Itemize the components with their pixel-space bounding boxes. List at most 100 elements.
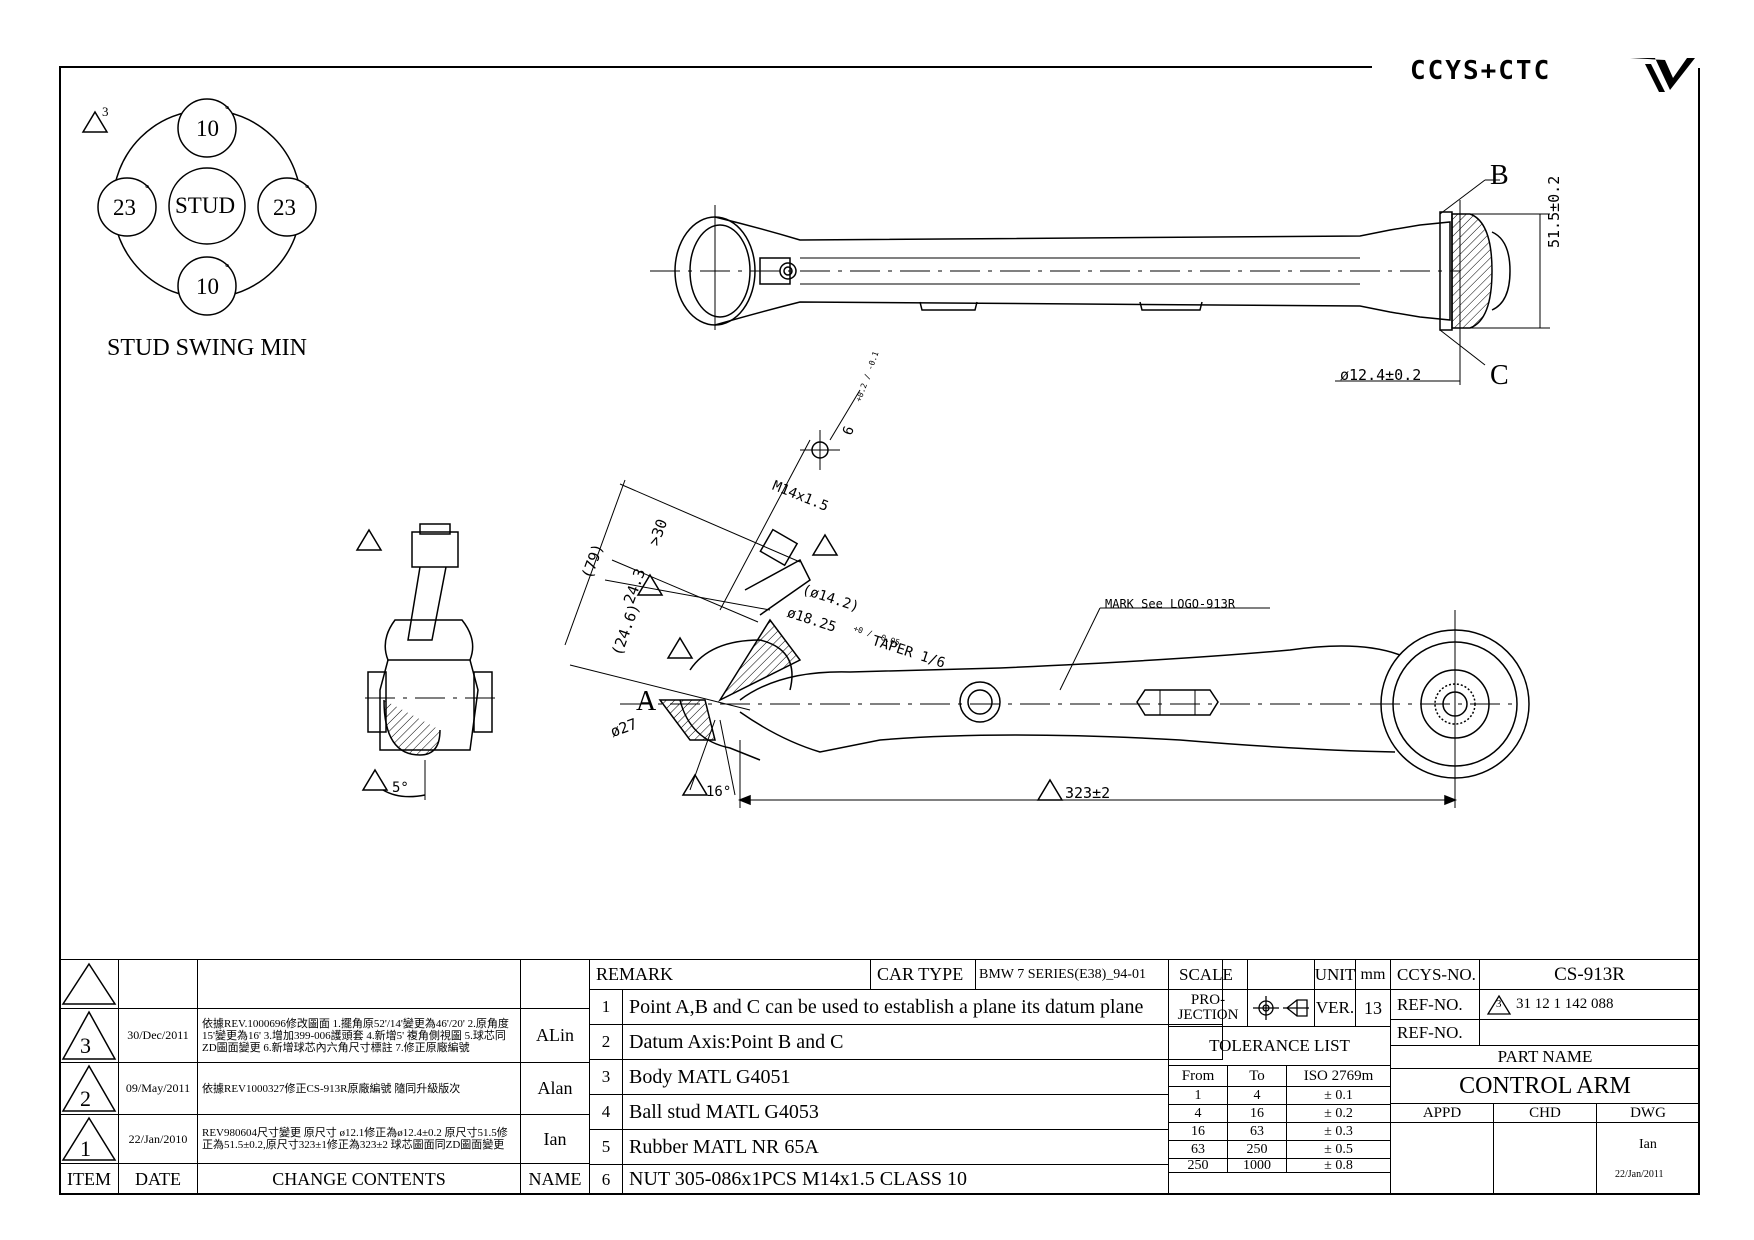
revision-item-number: 2: [80, 1085, 91, 1111]
revision-triangle-icon: [61, 962, 117, 1005]
tolerance-cell: 16: [1227, 1104, 1287, 1123]
revision-item: 1: [59, 1114, 119, 1164]
degree-symbol: °: [225, 262, 230, 274]
tolerance-header: To: [1227, 1065, 1287, 1087]
version-value: 13: [1355, 989, 1391, 1027]
dwg-date: 22/Jan/2011: [1615, 1169, 1664, 1180]
revision-date: 09/May/2011: [118, 1062, 198, 1115]
revision-item-number: 3: [80, 1032, 91, 1058]
stud-swing-top-value: 10: [196, 116, 219, 141]
ref-no-label: REF-NO.: [1390, 989, 1480, 1020]
tolerance-cell: 63: [1168, 1140, 1228, 1159]
part-name-value: CONTROL ARM: [1390, 1068, 1700, 1104]
ccys-no-value: CS-913R: [1479, 959, 1700, 990]
logo-emblem-icon: [1630, 58, 1695, 92]
ref-no-mark: 3: [1496, 998, 1502, 1010]
unit-value: mm: [1355, 959, 1391, 990]
remark-number: 3: [589, 1059, 623, 1095]
appd-signature: [1390, 1122, 1494, 1195]
tolerance-header: ISO 2769m: [1286, 1065, 1391, 1087]
tolerance-cell: ± 0.3: [1286, 1122, 1391, 1141]
ccys-no-label: CCYS-NO.: [1390, 959, 1480, 990]
revision-triangle-icon: [1486, 994, 1512, 1015]
logo-text: CCYS+CTC: [1410, 56, 1552, 86]
remark-text: NUT 305-086x1PCS M14x1.5 CLASS 10: [622, 1164, 1169, 1195]
ref-no-value: 31 12 1 142 088: [1516, 996, 1614, 1012]
tolerance-cell: 250: [1227, 1140, 1287, 1159]
tolerance-cell: ± 0.2: [1286, 1104, 1391, 1123]
rev-blank-date: [118, 959, 198, 1009]
revision-name: Alan: [520, 1062, 590, 1115]
tolerance-cell: 1000: [1227, 1158, 1287, 1173]
company-logo: CCYS+CTC: [1410, 52, 1700, 96]
tolerance-cell: 16: [1168, 1122, 1228, 1141]
unit-label: UNIT: [1314, 959, 1356, 990]
tolerance-cell: ± 0.5: [1286, 1140, 1391, 1159]
stud-swing-right-value: 23: [273, 195, 296, 220]
tolerance-cell: 63: [1227, 1122, 1287, 1141]
dim-width: 51.5±0.2: [1545, 175, 1563, 248]
remark-number: 1: [589, 989, 623, 1025]
rev-blank-contents: [197, 959, 521, 1009]
dwg-label: DWG: [1596, 1103, 1700, 1123]
degree-symbol: °: [305, 183, 310, 195]
revision-contents: 依據REV1000327修正CS-913R原廠編號 隨同升級版次: [197, 1062, 521, 1115]
remark-number: 2: [589, 1024, 623, 1060]
remark-text: Point A,B and C can be used to establish…: [622, 989, 1223, 1025]
chd-label: CHD: [1493, 1103, 1597, 1123]
dim-angle-16: 16°: [706, 784, 732, 800]
remark-text: Datum Axis:Point B and C: [622, 1024, 1223, 1060]
tolerance-cell: 4: [1168, 1104, 1228, 1123]
dwg-signature: Ian 22/Jan/2011: [1596, 1122, 1700, 1195]
revision-triangle-icon: [61, 1116, 117, 1161]
stud-swing-left-value: 23: [113, 195, 136, 220]
remark-number: 6: [589, 1164, 623, 1195]
revision-date: 22/Jan/2010: [118, 1114, 198, 1164]
ref-no2-label: REF-NO.: [1390, 1019, 1480, 1046]
ref-no-cell: 3 31 12 1 142 088: [1479, 989, 1700, 1020]
tolerance-cell: 250: [1168, 1158, 1228, 1173]
mark-note: MARK See LOGO-913R: [1105, 597, 1236, 611]
ref-no2-value: [1479, 1019, 1700, 1046]
datum-point-a: A: [636, 686, 657, 717]
projection-symbol-icon: [1253, 996, 1309, 1020]
dim-bore: ø12.4±0.2: [1340, 366, 1422, 384]
stud-swing-revision-mark: 3: [102, 104, 109, 119]
rev-header-date: DATE: [118, 1163, 198, 1195]
dim-length: 323±2: [1065, 784, 1111, 802]
part-name-label: PART NAME: [1390, 1045, 1700, 1069]
side-view-joint: [355, 523, 495, 800]
revision-name: Ian: [520, 1114, 590, 1164]
rev-blank-name: [520, 959, 590, 1009]
revision-contents: REV980604尺寸變更 原尺寸 ø12.1修正為ø12.4±0.2 原尺寸5…: [197, 1114, 521, 1164]
dwg-name: Ian: [1639, 1137, 1657, 1152]
tolerance-cell: ± 0.1: [1286, 1086, 1391, 1105]
tolerance-cell: 1: [1168, 1086, 1228, 1105]
revision-triangle-icon: [1036, 778, 1064, 801]
degree-symbol: °: [225, 104, 230, 116]
revision-triangle-icon: [361, 768, 389, 791]
stud-swing-center-label: STUD: [175, 193, 236, 218]
revision-item-number: 1: [80, 1136, 91, 1161]
revision-item: 3: [59, 1008, 119, 1063]
projection-symbol: [1247, 989, 1315, 1027]
remark-number: 4: [589, 1094, 623, 1130]
scale-label: SCALE: [1168, 959, 1248, 990]
tolerance-cell: 4: [1227, 1086, 1287, 1105]
datum-point-c: C: [1490, 360, 1509, 391]
revision-triangle-icon: [81, 110, 109, 133]
revision-triangle-icon: [811, 533, 839, 556]
tolerance-cell: ± 0.8: [1286, 1158, 1391, 1173]
remark-header: REMARK: [589, 959, 871, 990]
rev-header-contents: CHANGE CONTENTS: [197, 1163, 521, 1195]
rev-header-item: ITEM: [59, 1163, 119, 1195]
stud-swing-bottom-value: 10: [196, 274, 219, 299]
revision-triangle-icon: [355, 528, 383, 551]
revision-item: 2: [59, 1062, 119, 1115]
remark-text: Ball stud MATL G4053: [622, 1094, 1169, 1130]
dim-angle-5: 5°: [392, 780, 409, 796]
revision-triangle-icon: [681, 773, 709, 796]
remark-text: Rubber MATL NR 65A: [622, 1129, 1169, 1165]
